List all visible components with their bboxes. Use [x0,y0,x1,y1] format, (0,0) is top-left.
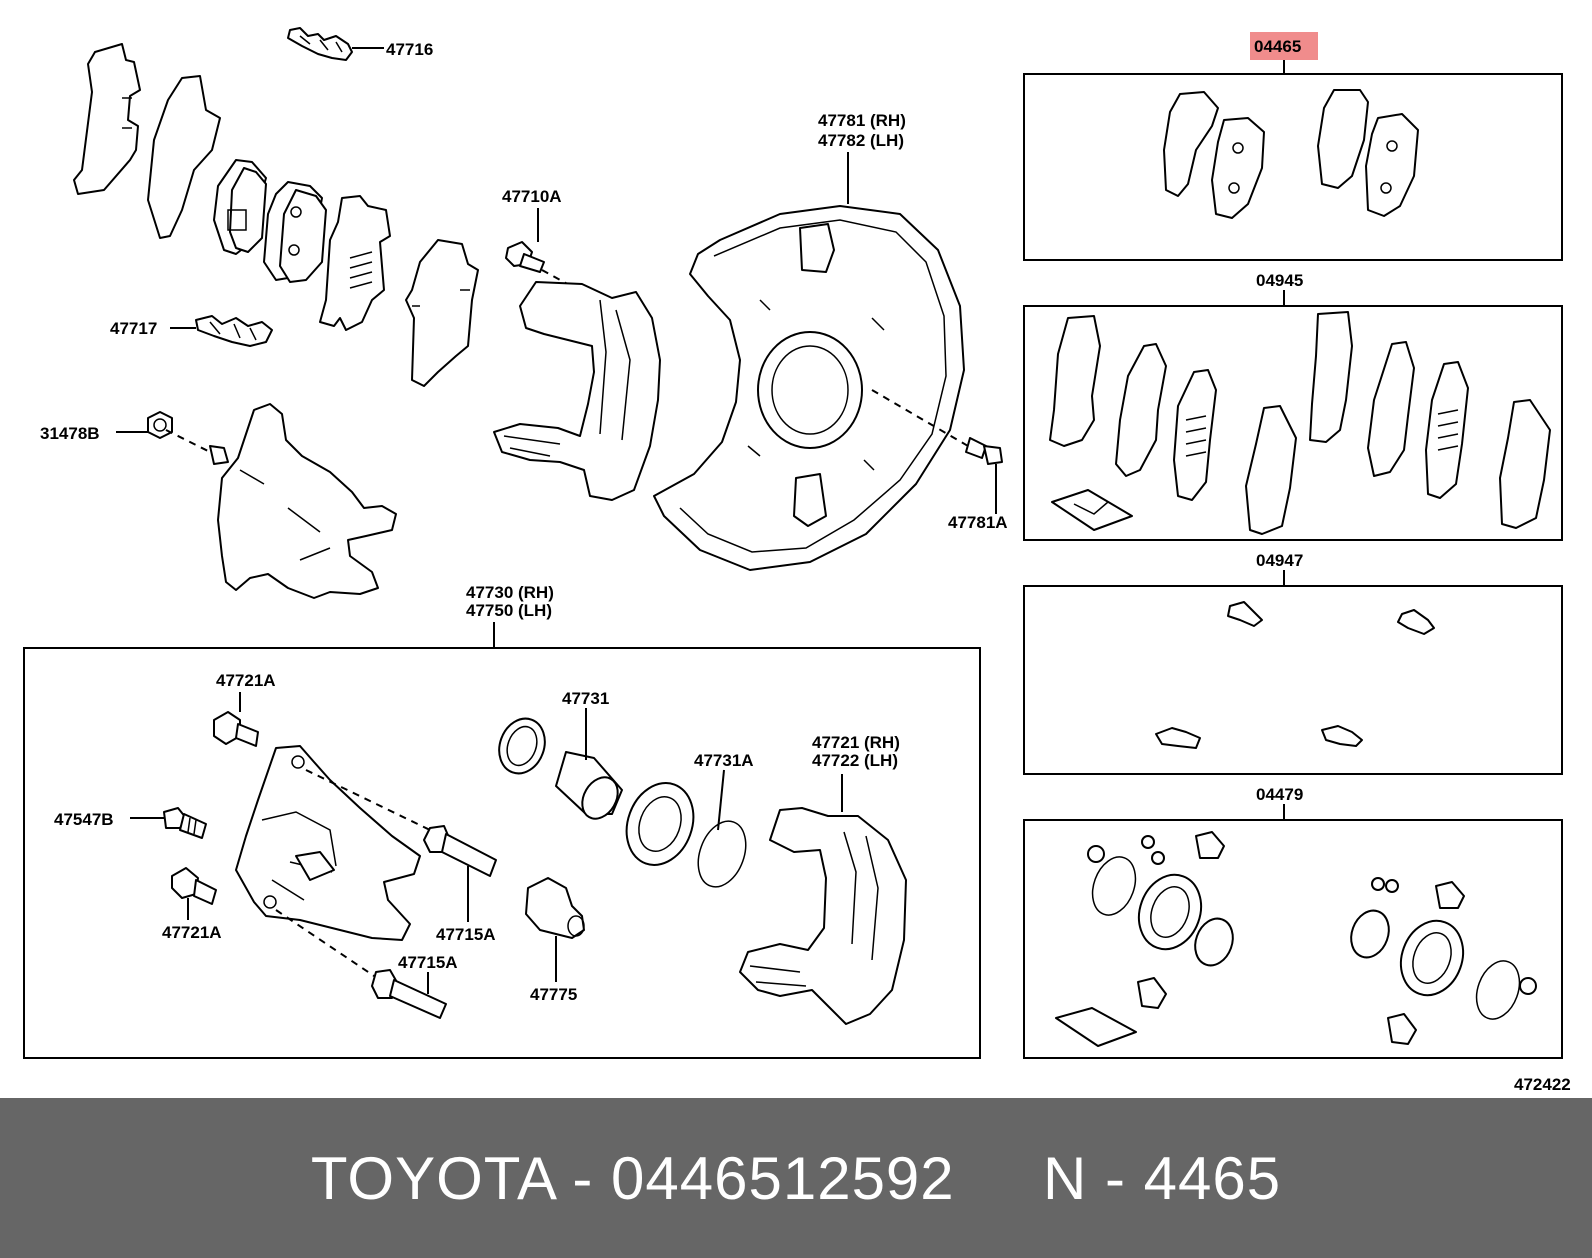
label-47715A-bottom: 47715A [398,953,458,972]
label-47717: 47717 [110,319,157,338]
kit-04479-seals [1055,831,1537,1047]
label-47715A-right: 47715A [436,925,496,944]
label-47731: 47731 [562,689,609,708]
seal-47731 [498,717,546,775]
kit-04947-clips [1155,601,1435,749]
kit-box-04945 [1023,305,1563,541]
anti-squeal-shim [319,195,391,331]
bolt-47710A [505,241,583,293]
kit-04945-shims [1049,311,1551,535]
label-47781-rh: 47781 (RH) [818,111,906,130]
label-47716: 47716 [386,40,433,59]
figure-number: 472422 [1514,1075,1571,1094]
label-47721A-bottom: 47721A [162,923,222,942]
brake-pad-inner [263,181,327,283]
caliper-mounting-bracket [493,281,661,501]
label-47722-lh: 47722 (LH) [812,751,898,770]
label-47730-rh: 47730 (RH) [466,583,554,602]
bolt-47721A-top [213,711,259,747]
boot-47731 [625,782,695,866]
label-47781A: 47781A [948,513,1008,532]
label-04945: 04945 [1256,271,1303,290]
bleeder-47547B [163,807,207,839]
parts-diagram: 47716 47717 31478B 47710A 47781 (RH) 477… [23,27,1571,1094]
ring-47731A [697,820,747,888]
label-47782-lh: 47782 (LH) [818,131,904,150]
pad-support-clip-47716 [287,27,353,61]
caliper-body-rear [165,403,397,599]
kit-box-04947 [1023,585,1563,775]
caliper-mounting-47721 [739,807,907,1025]
kit-box-04479 [1023,819,1563,1059]
label-31478B: 31478B [40,424,100,443]
label-47721A-top: 47721A [216,671,276,690]
label-47547B: 47547B [54,810,114,829]
label-47721-rh: 47721 (RH) [812,733,900,752]
shim-inner-left [147,75,221,239]
label-47731A: 47731A [694,751,754,770]
piston-47731 [555,751,623,820]
part-number-caption: TOYOTA - 0446512592 N - 4465 [310,1144,1282,1212]
brake-pad-outer [213,159,267,255]
kit-box-04465 [1023,73,1563,261]
label-47710A: 47710A [502,187,562,206]
anti-squeal-shim-2 [405,239,479,387]
label-04465: 04465 [1254,37,1301,56]
disc-brake-dust-cover [653,205,969,571]
label-04947: 04947 [1256,551,1303,570]
caliper-assembly-box [23,647,981,1059]
slide-pin-47715A-right [423,825,497,877]
highlight-04465 [1250,32,1318,60]
caliper-cylinder [235,745,421,941]
cap-nut-31478B [147,411,173,439]
label-47750-lh: 47750 (LH) [466,601,552,620]
bush-dust-boot-47775 [525,877,585,939]
bolt-47781A [965,437,1003,465]
label-04479: 04479 [1256,785,1303,804]
kit-04465-pads [1163,89,1419,219]
footer-bar: TOYOTA - 0446512592 N - 4465 [0,1098,1592,1258]
pad-support-clip-47717 [195,315,273,347]
shim-outer-left [73,43,141,195]
slide-pin-47715A-bottom [371,969,447,1019]
label-47775: 47775 [530,985,577,1004]
bolt-47721A-bottom [171,867,217,905]
